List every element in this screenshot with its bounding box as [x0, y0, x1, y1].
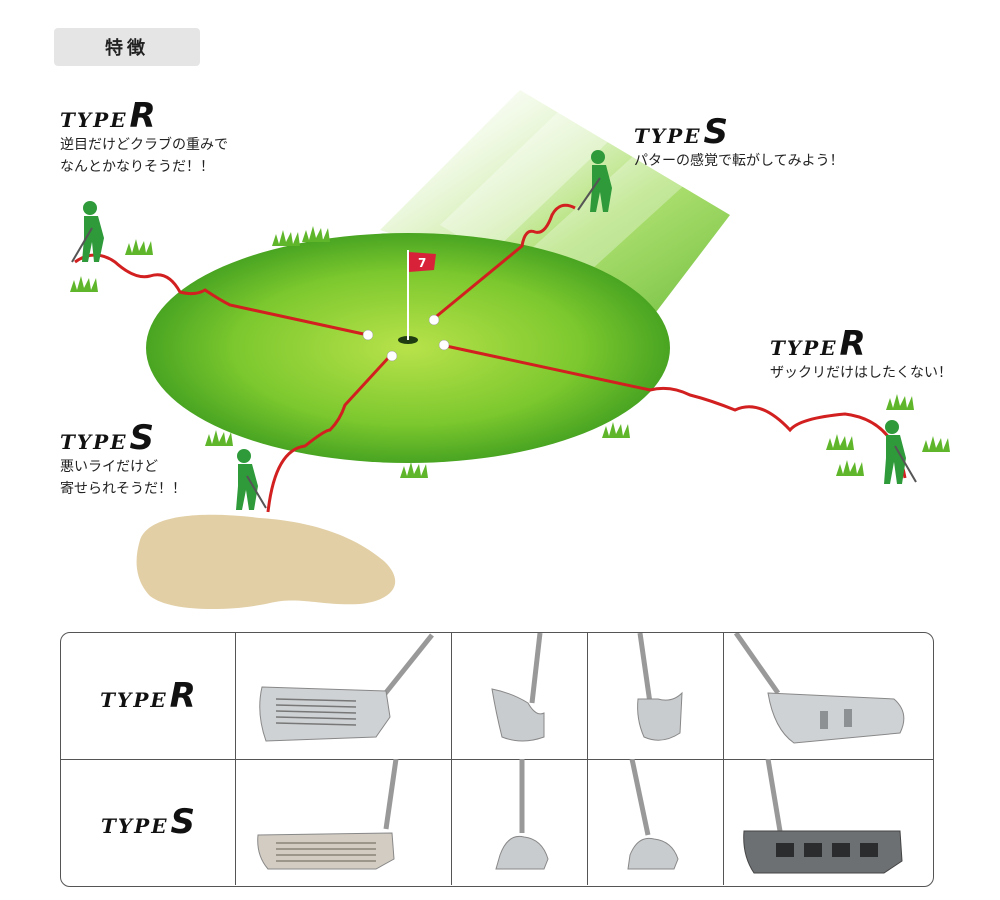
- putting-green: [146, 233, 670, 463]
- type-word: TYPE: [100, 688, 168, 712]
- flag: [409, 252, 436, 272]
- club-s-toe-image: [495, 759, 549, 870]
- caption-line: パターの感覚で転がしてみよう！: [634, 153, 844, 169]
- trajectory-right: [445, 344, 907, 479]
- section-tab-label: 特徴: [105, 38, 149, 59]
- flag-number: 7: [418, 256, 426, 270]
- type-letter: R: [129, 96, 156, 136]
- golfer-right: [884, 420, 917, 484]
- golfer-top-left: [71, 201, 104, 263]
- type-word: TYPE: [60, 430, 128, 454]
- callout-right-type: TYPER: [770, 324, 866, 364]
- club-s-face-cell: [235, 758, 451, 885]
- row-type-title: TYPES: [101, 802, 195, 842]
- grass-tufts: [70, 226, 950, 478]
- club-s-heel-image: [627, 758, 679, 870]
- club-r-toe-cell: [451, 633, 587, 759]
- club-s-sole-image: [743, 758, 903, 874]
- caption-line: 寄せられそうだ！！: [60, 481, 186, 497]
- row-type-title: TYPER: [100, 676, 196, 716]
- callout-top-right-type: TYPES: [634, 112, 728, 152]
- section-tab: 特徴: [54, 28, 200, 66]
- type-word: TYPE: [60, 108, 128, 132]
- golfer-left: [236, 449, 267, 510]
- trajectory-top-left: [74, 253, 369, 337]
- table-row-type-r: TYPER: [61, 633, 933, 760]
- table-row-type-s: TYPES: [61, 758, 933, 885]
- green-illustration: 7: [70, 90, 950, 610]
- type-letter: S: [170, 802, 195, 842]
- callout-right-caption: ザックリだけはしたくない！: [770, 362, 952, 384]
- type-word: TYPE: [634, 124, 702, 148]
- type-letter: R: [169, 676, 196, 716]
- club-r-sole-image: [733, 633, 905, 744]
- golfer-top-right: [577, 150, 612, 212]
- club-s-face-image: [257, 758, 399, 870]
- callout-top-left-caption: 逆目だけどクラブの重みで なんとかなりそうだ！！: [60, 134, 228, 178]
- club-s-sole-cell: [723, 758, 933, 885]
- club-r-face-cell: [235, 633, 451, 759]
- golf-balls: [362, 314, 450, 362]
- caption-line: 悪いライだけど: [60, 459, 158, 475]
- row-header-type-s: TYPES: [61, 759, 235, 885]
- club-s-toe-cell: [451, 759, 587, 885]
- club-r-heel-cell: [587, 633, 723, 759]
- row-header-type-r: TYPER: [61, 633, 235, 759]
- club-r-sole-cell: [723, 633, 933, 759]
- callout-left-type: TYPES: [60, 418, 154, 458]
- trajectory-left: [266, 354, 392, 513]
- caption-line: なんとかなりそうだ！！: [60, 159, 214, 175]
- club-r-heel-image: [637, 633, 683, 741]
- club-r-toe-image: [491, 633, 545, 742]
- fairway-stripes: [380, 90, 730, 320]
- caption-line: 逆目だけどクラブの重みで: [60, 137, 228, 153]
- type-letter: S: [129, 418, 154, 458]
- type-word: TYPE: [101, 814, 169, 838]
- type-letter: S: [703, 112, 728, 152]
- callout-top-left-type: TYPER: [60, 96, 156, 136]
- type-word: TYPE: [770, 336, 838, 360]
- callout-left-caption: 悪いライだけど 寄せられそうだ！！: [60, 456, 186, 500]
- club-comparison-table: TYPER: [60, 632, 934, 887]
- trajectory-top-right: [431, 203, 576, 322]
- club-s-heel-cell: [587, 758, 723, 885]
- caption-line: ザックリだけはしたくない！: [770, 365, 952, 381]
- club-r-face-image: [259, 633, 434, 742]
- shot-trajectories: [74, 203, 907, 513]
- sand-bunker: [136, 514, 396, 610]
- type-letter: R: [839, 324, 866, 364]
- callout-top-right-caption: パターの感覚で転がしてみよう！: [634, 150, 844, 172]
